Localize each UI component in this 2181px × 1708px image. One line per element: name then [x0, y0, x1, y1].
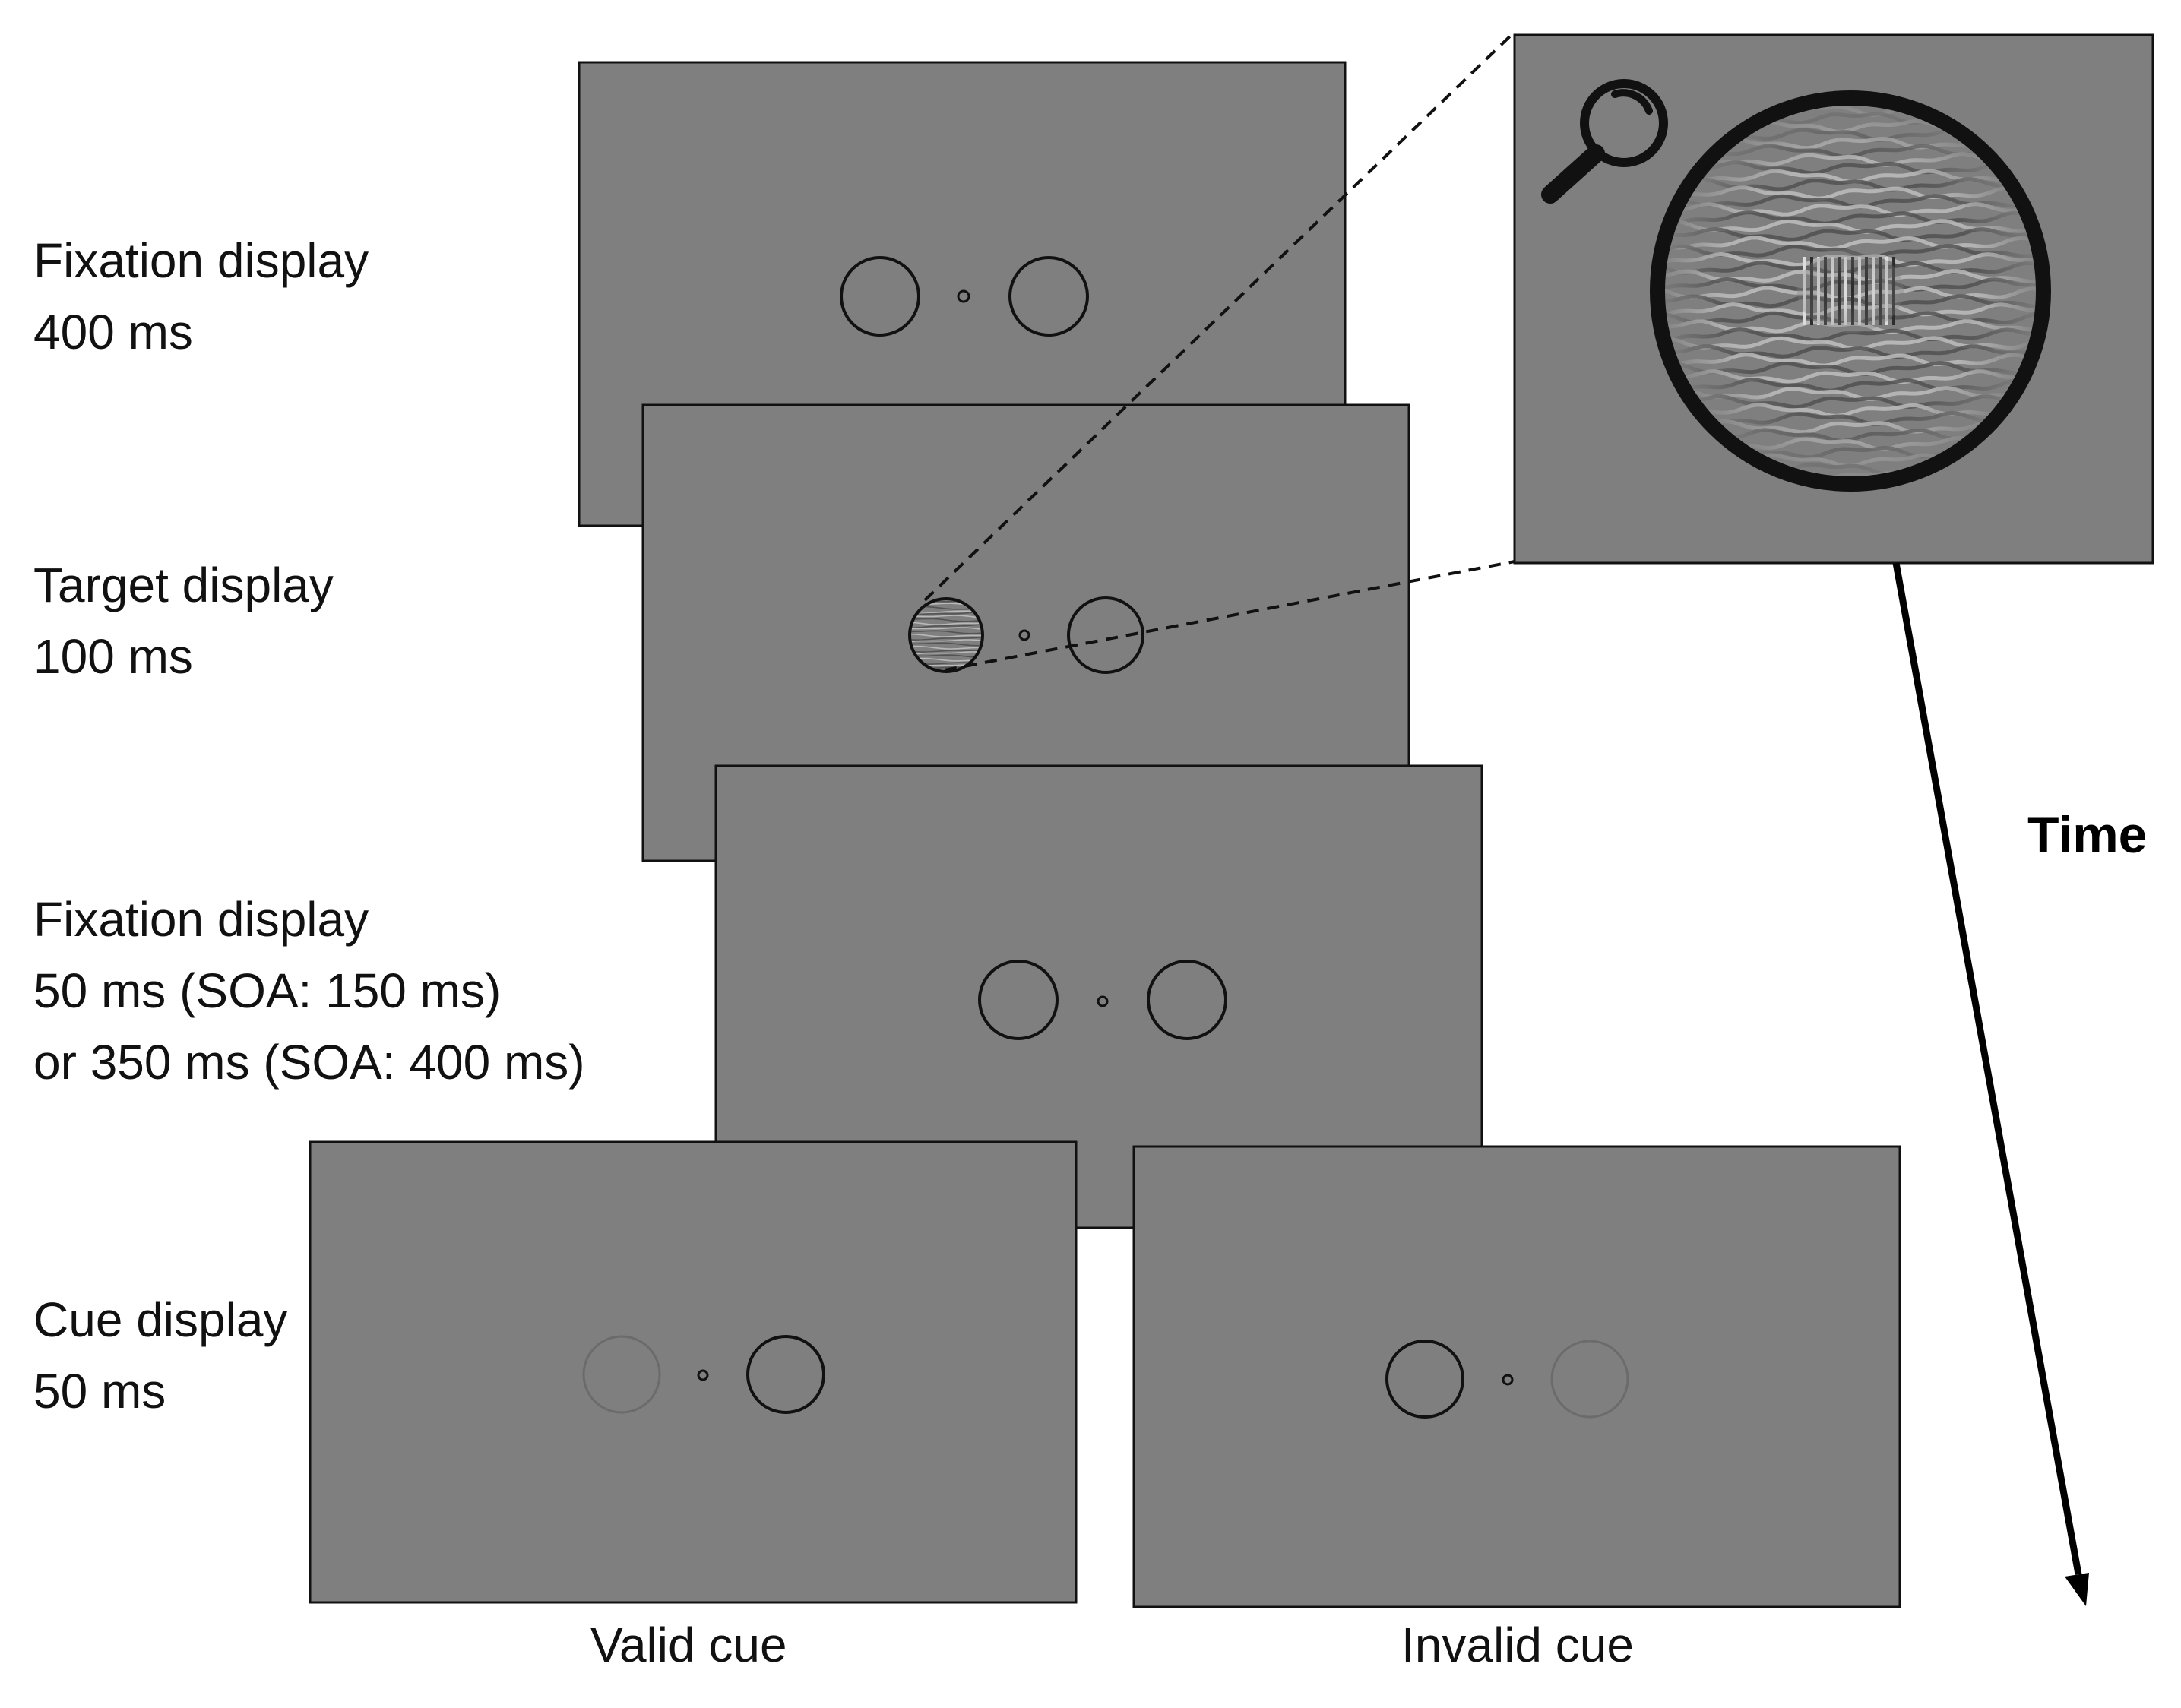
time-arrow: [1892, 562, 2089, 1606]
screen-cue-valid: [309, 1140, 1078, 1604]
step-duration: 50 ms: [33, 1364, 166, 1419]
invalid-cue-caption: Invalid cue: [1401, 1618, 1634, 1672]
zoom-connector: [923, 30, 1516, 672]
placeholder-right: [1067, 596, 1144, 674]
step-duration: 50 ms (SOA: 150 ms): [33, 963, 502, 1018]
placeholder-right-faint: [1550, 1340, 1629, 1419]
placeholder-right-cued: [746, 1335, 825, 1414]
placeholder-right: [1147, 960, 1227, 1040]
zoom-placeholder-ring: [1650, 90, 2051, 492]
placeholder-left-cued: [1385, 1340, 1464, 1419]
magnifier-icon: [1541, 79, 1668, 204]
step-duration: or 350 ms (SOA: 400 ms): [33, 1035, 585, 1090]
step-duration: 100 ms: [33, 629, 193, 684]
step-title: Fixation display: [33, 233, 369, 288]
step-label-4: Cue display 50 ms: [33, 1284, 287, 1427]
zoom-inset: [1513, 33, 2154, 565]
placeholder-left: [840, 256, 920, 337]
fixation-dot: [697, 1369, 709, 1381]
step-title: Fixation display: [33, 892, 369, 947]
screen-cue-invalid: [1132, 1145, 1901, 1608]
target-grating: [1665, 106, 2036, 476]
step-label-3: Fixation display 50 ms (SOA: 150 ms) or …: [33, 884, 585, 1098]
step-label-2: Target display 100 ms: [33, 549, 334, 692]
fixation-dot: [1097, 995, 1109, 1007]
step-label-1: Fixation display 400 ms: [33, 225, 369, 368]
fixation-dot: [957, 289, 970, 303]
step-title: Cue display: [33, 1292, 288, 1347]
placeholder-left-target: [908, 597, 984, 673]
step-title: Target display: [33, 558, 334, 612]
fixation-dot: [1502, 1374, 1514, 1386]
placeholder-right: [1008, 256, 1089, 337]
placeholder-left: [978, 960, 1059, 1040]
placeholder-left-faint: [582, 1335, 661, 1414]
valid-cue-caption: Valid cue: [590, 1618, 787, 1672]
fixation-dot: [1018, 629, 1030, 641]
time-label: Time: [2027, 806, 2148, 864]
step-duration: 400 ms: [33, 305, 193, 359]
